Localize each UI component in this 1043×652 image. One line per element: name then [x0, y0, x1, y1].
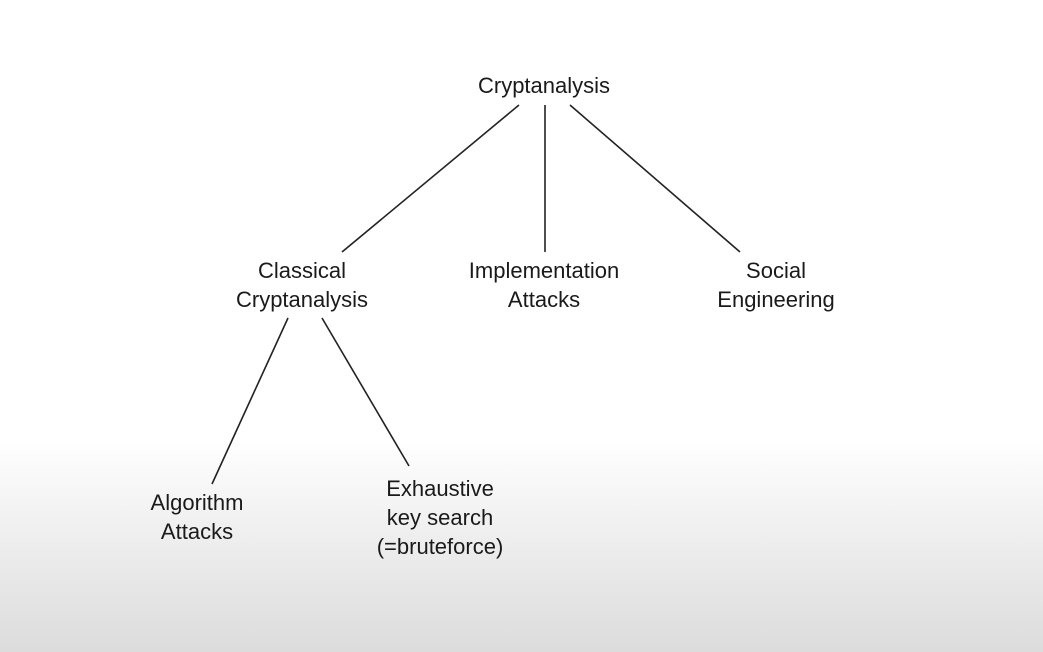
- node-label-line: Classical: [257, 258, 347, 283]
- node-label-line: (=bruteforce): [376, 534, 504, 559]
- edge-classical-to-exhaustive: [321, 317, 410, 467]
- node-label-line: Algorithm: [150, 490, 244, 515]
- node-exhaustive-key-search: Exhaustive key search (=bruteforce): [377, 474, 504, 561]
- node-label-line: Social: [746, 258, 806, 283]
- node-algorithm-attacks: Algorithm Attacks: [151, 488, 244, 546]
- node-label-line: Cryptanalysis: [477, 73, 611, 98]
- node-social-engineering: Social Engineering: [717, 256, 834, 314]
- node-label-line: Exhaustive: [386, 476, 494, 501]
- edge-root-to-social: [569, 104, 741, 253]
- node-implementation-attacks: Implementation Attacks: [469, 256, 619, 314]
- node-label-line: Attacks: [160, 519, 234, 544]
- edge-root-to-classical: [341, 104, 520, 253]
- node-label-line: key search: [386, 505, 494, 530]
- node-label-line: Engineering: [717, 287, 835, 312]
- node-label-line: Cryptanalysis: [235, 287, 369, 312]
- node-classical-cryptanalysis: Classical Cryptanalysis: [236, 256, 368, 314]
- node-label-line: Attacks: [507, 287, 581, 312]
- edge-classical-to-algorithm: [211, 317, 289, 485]
- node-label-line: Implementation: [468, 258, 620, 283]
- node-cryptanalysis: Cryptanalysis: [478, 71, 610, 100]
